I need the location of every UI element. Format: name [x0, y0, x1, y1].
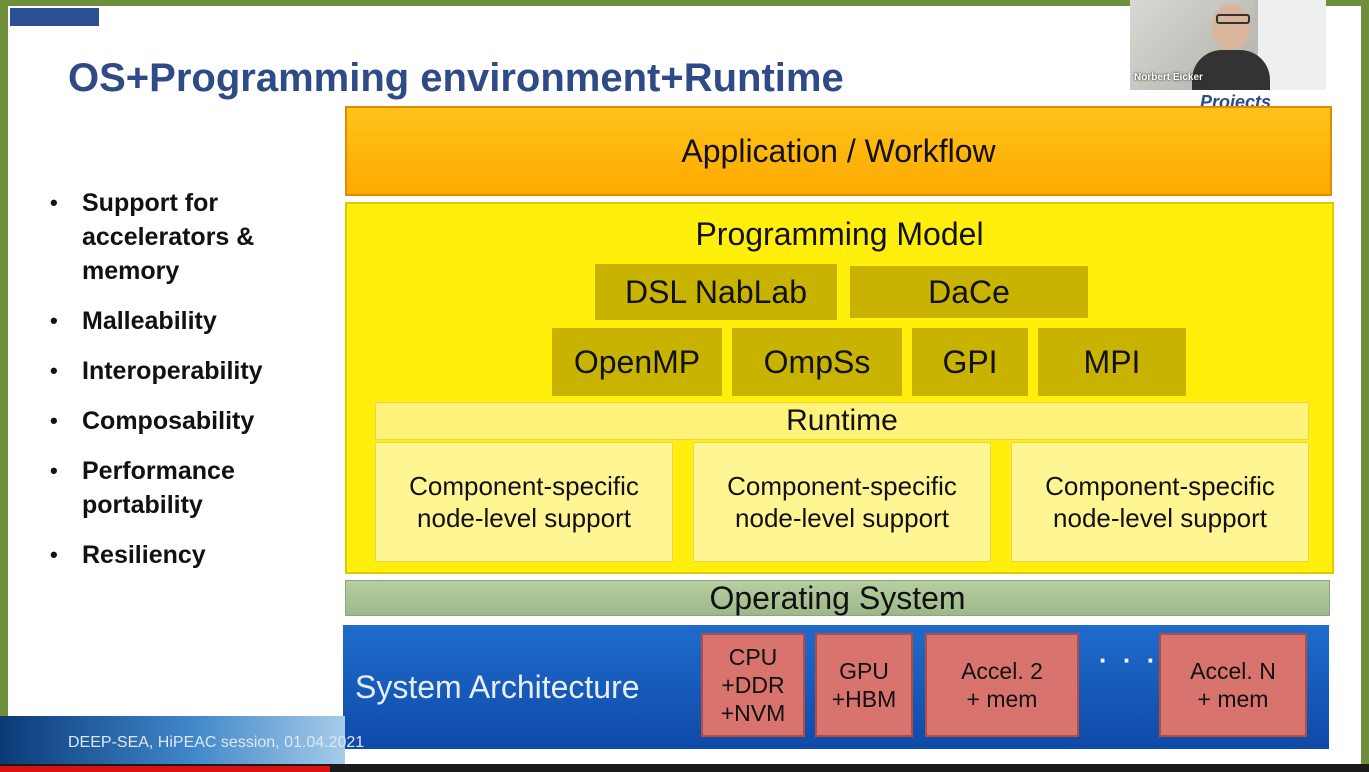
- slide-border-right: [1361, 0, 1369, 772]
- bullet-marker: •: [50, 308, 58, 333]
- bullet-marker: •: [50, 190, 58, 215]
- person-head: [1212, 4, 1250, 50]
- slide-title: OS+Programming environment+Runtime: [68, 56, 844, 100]
- bullet-text: Interoperability: [82, 357, 263, 385]
- dsl-nablab-box: DSL NabLab: [595, 264, 837, 320]
- bullet-text: Support for accelerators & memory: [82, 189, 255, 285]
- progress-bar[interactable]: [0, 766, 330, 772]
- bullet-text: Resiliency: [82, 541, 206, 569]
- dace-box: DaCe: [850, 266, 1088, 318]
- bullet-item: • Malleability: [50, 304, 330, 338]
- programming-model-layer: Programming Model DSL NabLab DaCe OpenMP…: [345, 202, 1334, 574]
- webcam-person: [1192, 4, 1270, 90]
- player-bottom-strip: [0, 764, 1369, 772]
- bullet-marker: •: [50, 458, 58, 483]
- programming-model-title: Programming Model: [695, 216, 984, 252]
- ompss-box: OmpSs: [732, 328, 902, 396]
- bullet-item: • Performance portability: [50, 454, 330, 522]
- node-support-box: Component-specific node-level support: [375, 442, 673, 562]
- operating-system-layer: Operating System: [345, 580, 1330, 616]
- slide-footer: DEEP-SEA, HiPEAC session, 01.04.2021: [68, 734, 365, 751]
- bullet-text: Composability: [82, 407, 255, 435]
- system-architecture-label: System Architecture: [355, 669, 640, 705]
- bullet-text: Performance portability: [82, 457, 235, 519]
- top-accent-bar: [10, 8, 99, 26]
- node-support-box: Component-specific node-level support: [1011, 442, 1309, 562]
- bullet-marker: •: [50, 542, 58, 567]
- bullet-item: • Interoperability: [50, 354, 330, 388]
- node-support-box: Component-specific node-level support: [693, 442, 991, 562]
- bullet-item: • Composability: [50, 404, 330, 438]
- application-layer: Application / Workflow: [345, 106, 1332, 196]
- cpu-box: CPU +DDR +NVM: [701, 633, 805, 737]
- webcam-video[interactable]: Norbert Eicker: [1130, 0, 1326, 90]
- slide-border-left: [0, 0, 8, 772]
- bullet-item: • Support for accelerators & memory: [50, 186, 330, 288]
- gpi-box: GPI: [912, 328, 1028, 396]
- bullet-marker: •: [50, 358, 58, 383]
- openmp-box: OpenMP: [552, 328, 722, 396]
- glasses-icon: [1216, 14, 1250, 24]
- mpi-box: MPI: [1038, 328, 1186, 396]
- accel-2-box: Accel. 2 + mem: [925, 633, 1079, 737]
- bullet-list: • Support for accelerators & memory • Mall…: [50, 186, 330, 588]
- slide-border-top: [0, 0, 1369, 6]
- footer-band: [0, 716, 345, 766]
- system-architecture-layer: System Architecture CPU +DDR +NVM GPU +H…: [343, 625, 1329, 749]
- bullet-marker: •: [50, 408, 58, 433]
- bullet-item: • Resiliency: [50, 538, 330, 572]
- accel-n-box: Accel. N + mem: [1159, 633, 1307, 737]
- participant-name-label: Norbert Eicker: [1134, 72, 1203, 83]
- ellipsis: · · ·: [1099, 645, 1160, 675]
- runtime-layer: Runtime: [375, 402, 1309, 440]
- person-body: [1192, 50, 1270, 90]
- gpu-box: GPU +HBM: [815, 633, 913, 737]
- bullet-text: Malleability: [82, 307, 217, 335]
